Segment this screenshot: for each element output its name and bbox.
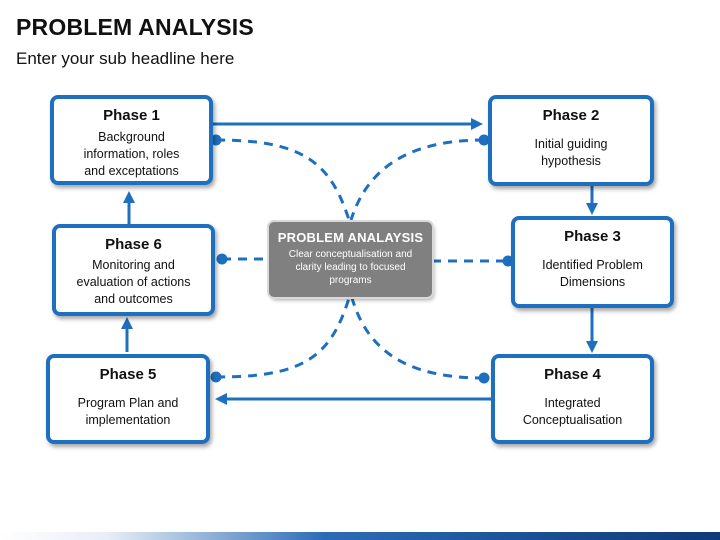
center-title: PROBLEM ANALAYSIS bbox=[277, 230, 424, 245]
phase-1-description: Background information, roles and except… bbox=[83, 130, 180, 178]
phase-2-title: Phase 2 bbox=[542, 107, 600, 124]
phase-2-box: Phase 2 Initial guiding hypothesis bbox=[488, 95, 654, 186]
dashed-link-phase5 bbox=[215, 297, 351, 379]
phase-6-box: Phase 6 Monitoring and evaluation of act… bbox=[52, 224, 215, 316]
phase-1-title: Phase 1 bbox=[103, 107, 160, 124]
connector-dot-phase2 bbox=[478, 134, 490, 146]
center-description: Clear conceptualisation and clarity lead… bbox=[288, 249, 413, 286]
dashed-link-phase2 bbox=[349, 138, 485, 221]
phase-4-box: Phase 4 Integrated Conceptualisation bbox=[491, 354, 654, 444]
phase-6-title: Phase 6 bbox=[105, 236, 162, 253]
connector-dot-phase1 bbox=[210, 134, 222, 146]
phase-6-description: Monitoring and evaluation of actions and… bbox=[76, 258, 191, 306]
page-subtitle: Enter your sub headline here bbox=[16, 49, 235, 68]
dashed-link-phase1 bbox=[215, 138, 351, 221]
phase-1-box: Phase 1 Background information, roles an… bbox=[50, 95, 213, 185]
center-problem-box: PROBLEM ANALAYSIS Clear conceptualisatio… bbox=[269, 222, 432, 297]
phase-5-box: Phase 5 Program Plan and implementation bbox=[46, 354, 210, 444]
connector-dot-phase4 bbox=[478, 372, 490, 384]
connector-dot-phase5 bbox=[210, 371, 222, 383]
connector-dot-phase6 bbox=[216, 253, 228, 265]
phase-3-description: Identified Problem Dimensions bbox=[542, 258, 643, 289]
phase-5-description: Program Plan and implementation bbox=[77, 396, 179, 427]
page-title: PROBLEM ANALYSIS bbox=[16, 14, 254, 40]
dashed-link-phase4 bbox=[350, 297, 485, 380]
phase-2-description: Initial guiding hypothesis bbox=[534, 137, 608, 168]
phase-3-box: Phase 3 Identified Problem Dimensions bbox=[511, 216, 674, 308]
footer-gradient-bar bbox=[0, 532, 720, 540]
phase-3-title: Phase 3 bbox=[564, 228, 621, 245]
connector-dot-phase3 bbox=[502, 255, 514, 267]
phase-5-title: Phase 5 bbox=[99, 366, 157, 383]
phase-4-title: Phase 4 bbox=[544, 366, 601, 383]
phase-4-description: Integrated Conceptualisation bbox=[522, 396, 623, 427]
